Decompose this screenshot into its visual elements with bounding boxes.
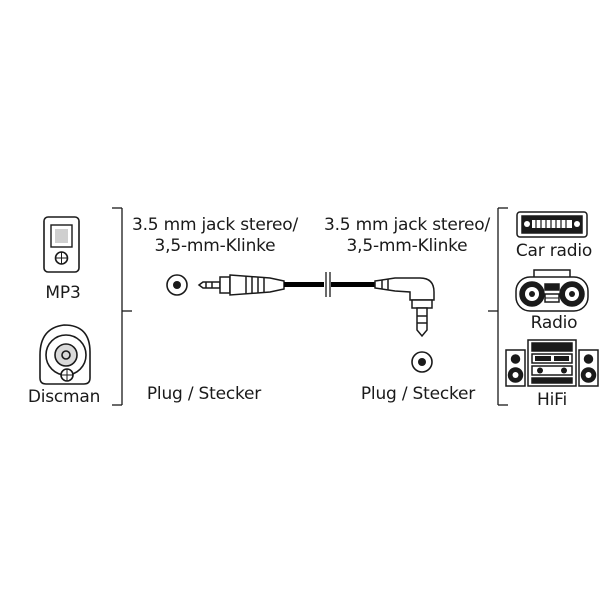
car-radio-icon [516,211,588,238]
left-connector-title-line2: 3,5-mm-Klinke [154,236,276,256]
mp3-player-icon [43,216,80,273]
right-plug-end-icon [411,351,433,373]
left-straight-plug [197,274,285,296]
right-bracket [488,207,508,406]
right-angled-plug [374,277,435,338]
car-radio-label: Car radio [515,241,593,261]
audio-cable [284,272,375,297]
hifi-label: HiFi [537,390,567,410]
hifi-system-icon [505,339,599,387]
left-plug-label: Plug / Stecker [146,384,262,404]
discman-label: Discman [27,387,101,407]
right-connector-title-line2: 3,5-mm-Klinke [346,236,468,256]
left-connector-title-line1: 3.5 mm jack stereo/ [131,215,299,235]
left-plug-end-icon [166,274,188,296]
radio-label: Radio [530,313,578,333]
left-bracket [112,207,132,406]
right-plug-label: Plug / Stecker [360,384,476,404]
discman-icon [39,324,91,385]
mp3-label: MP3 [45,283,81,303]
right-connector-title-line1: 3.5 mm jack stereo/ [323,215,491,235]
boombox-icon [515,269,589,312]
